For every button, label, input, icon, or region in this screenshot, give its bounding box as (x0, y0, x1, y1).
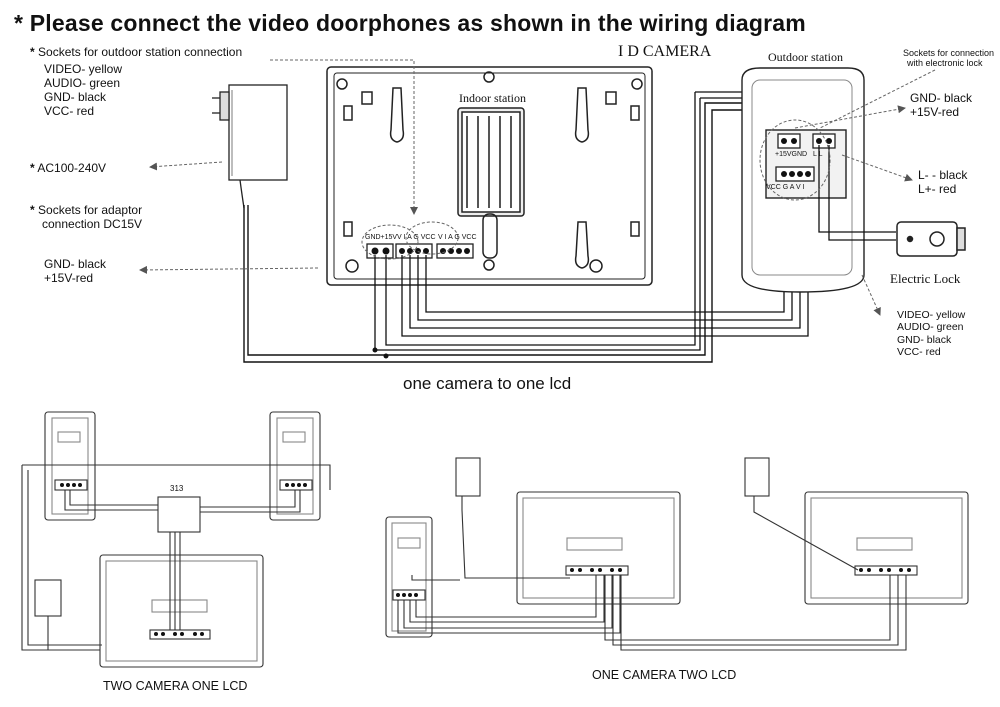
note-right-gnd2: GND- black (897, 334, 952, 346)
caption-two-camera: TWO CAMERA ONE LCD (103, 679, 248, 693)
note-15v: +15V-red (44, 271, 94, 285)
note-right-15v: +15V-red (910, 105, 960, 119)
note-right-audio: AUDIO- green (897, 321, 964, 333)
note-adaptor-2: connection DC15V (42, 217, 143, 231)
label-outdoor-signal: VCC G A V I (766, 184, 805, 191)
lock-wires (818, 145, 896, 241)
note-lminus: L- - black (918, 168, 968, 182)
note-video: VIDEO- yellow (44, 62, 123, 76)
note-vcc: VCC- red (44, 104, 95, 118)
indoor-terminal-power (366, 243, 394, 259)
note-gnd: GND- black (44, 90, 107, 104)
outdoor-terminal-power (777, 133, 801, 149)
power-adaptor (212, 84, 288, 209)
note-right-gnd: GND- black (910, 91, 973, 105)
note-lock-sockets-2: with electronic lock (907, 58, 983, 68)
indoor-terminal-camera2 (436, 243, 474, 259)
distributor-label: 313 (170, 484, 184, 493)
caption-main: one camera to one lcd (403, 374, 572, 393)
two-camera-diagram (21, 411, 331, 668)
note-audio: AUDIO- green (44, 76, 121, 90)
callout-lines (139, 59, 936, 316)
label-indoor-power: GND+15V (365, 234, 398, 241)
note-gnd2: GND- black (44, 257, 107, 271)
note-adaptor-1: * Sockets for adaptor (30, 203, 143, 217)
note-right-vcc: VCC- red (897, 346, 941, 358)
note-ac: * AC100-240V (30, 161, 107, 175)
indoor-station (326, 66, 653, 286)
indoor-station-label: Indoor station (459, 91, 526, 105)
one-camera-two-lcd-diagram (385, 457, 969, 651)
caption-one-camera-two-lcd: ONE CAMERA TWO LCD (592, 668, 737, 682)
label-outdoor-lock: L L (813, 151, 823, 158)
note-right-video: VIDEO- yellow (897, 309, 966, 321)
outdoor-terminal-signal (775, 166, 815, 182)
electric-lock-label: Electric Lock (890, 271, 961, 286)
note-lplus: L+- red (918, 182, 957, 196)
outdoor-terminal-lock (812, 133, 836, 149)
electric-lock (896, 221, 966, 257)
camera-label: I D CAMERA (618, 43, 712, 60)
note-outdoor-sockets: * Sockets for outdoor station connection (30, 45, 243, 59)
label-indoor-cam2: V I A G VCC (438, 234, 477, 241)
label-outdoor-power: +15VGND (775, 151, 808, 158)
outdoor-station-label: Outdoor station (768, 50, 843, 64)
page-title: * Please connect the video doorphones as… (14, 10, 806, 36)
label-indoor-cam1: V I A G VCC (397, 234, 436, 241)
note-lock-sockets-1: Sockets for connection (903, 48, 995, 58)
